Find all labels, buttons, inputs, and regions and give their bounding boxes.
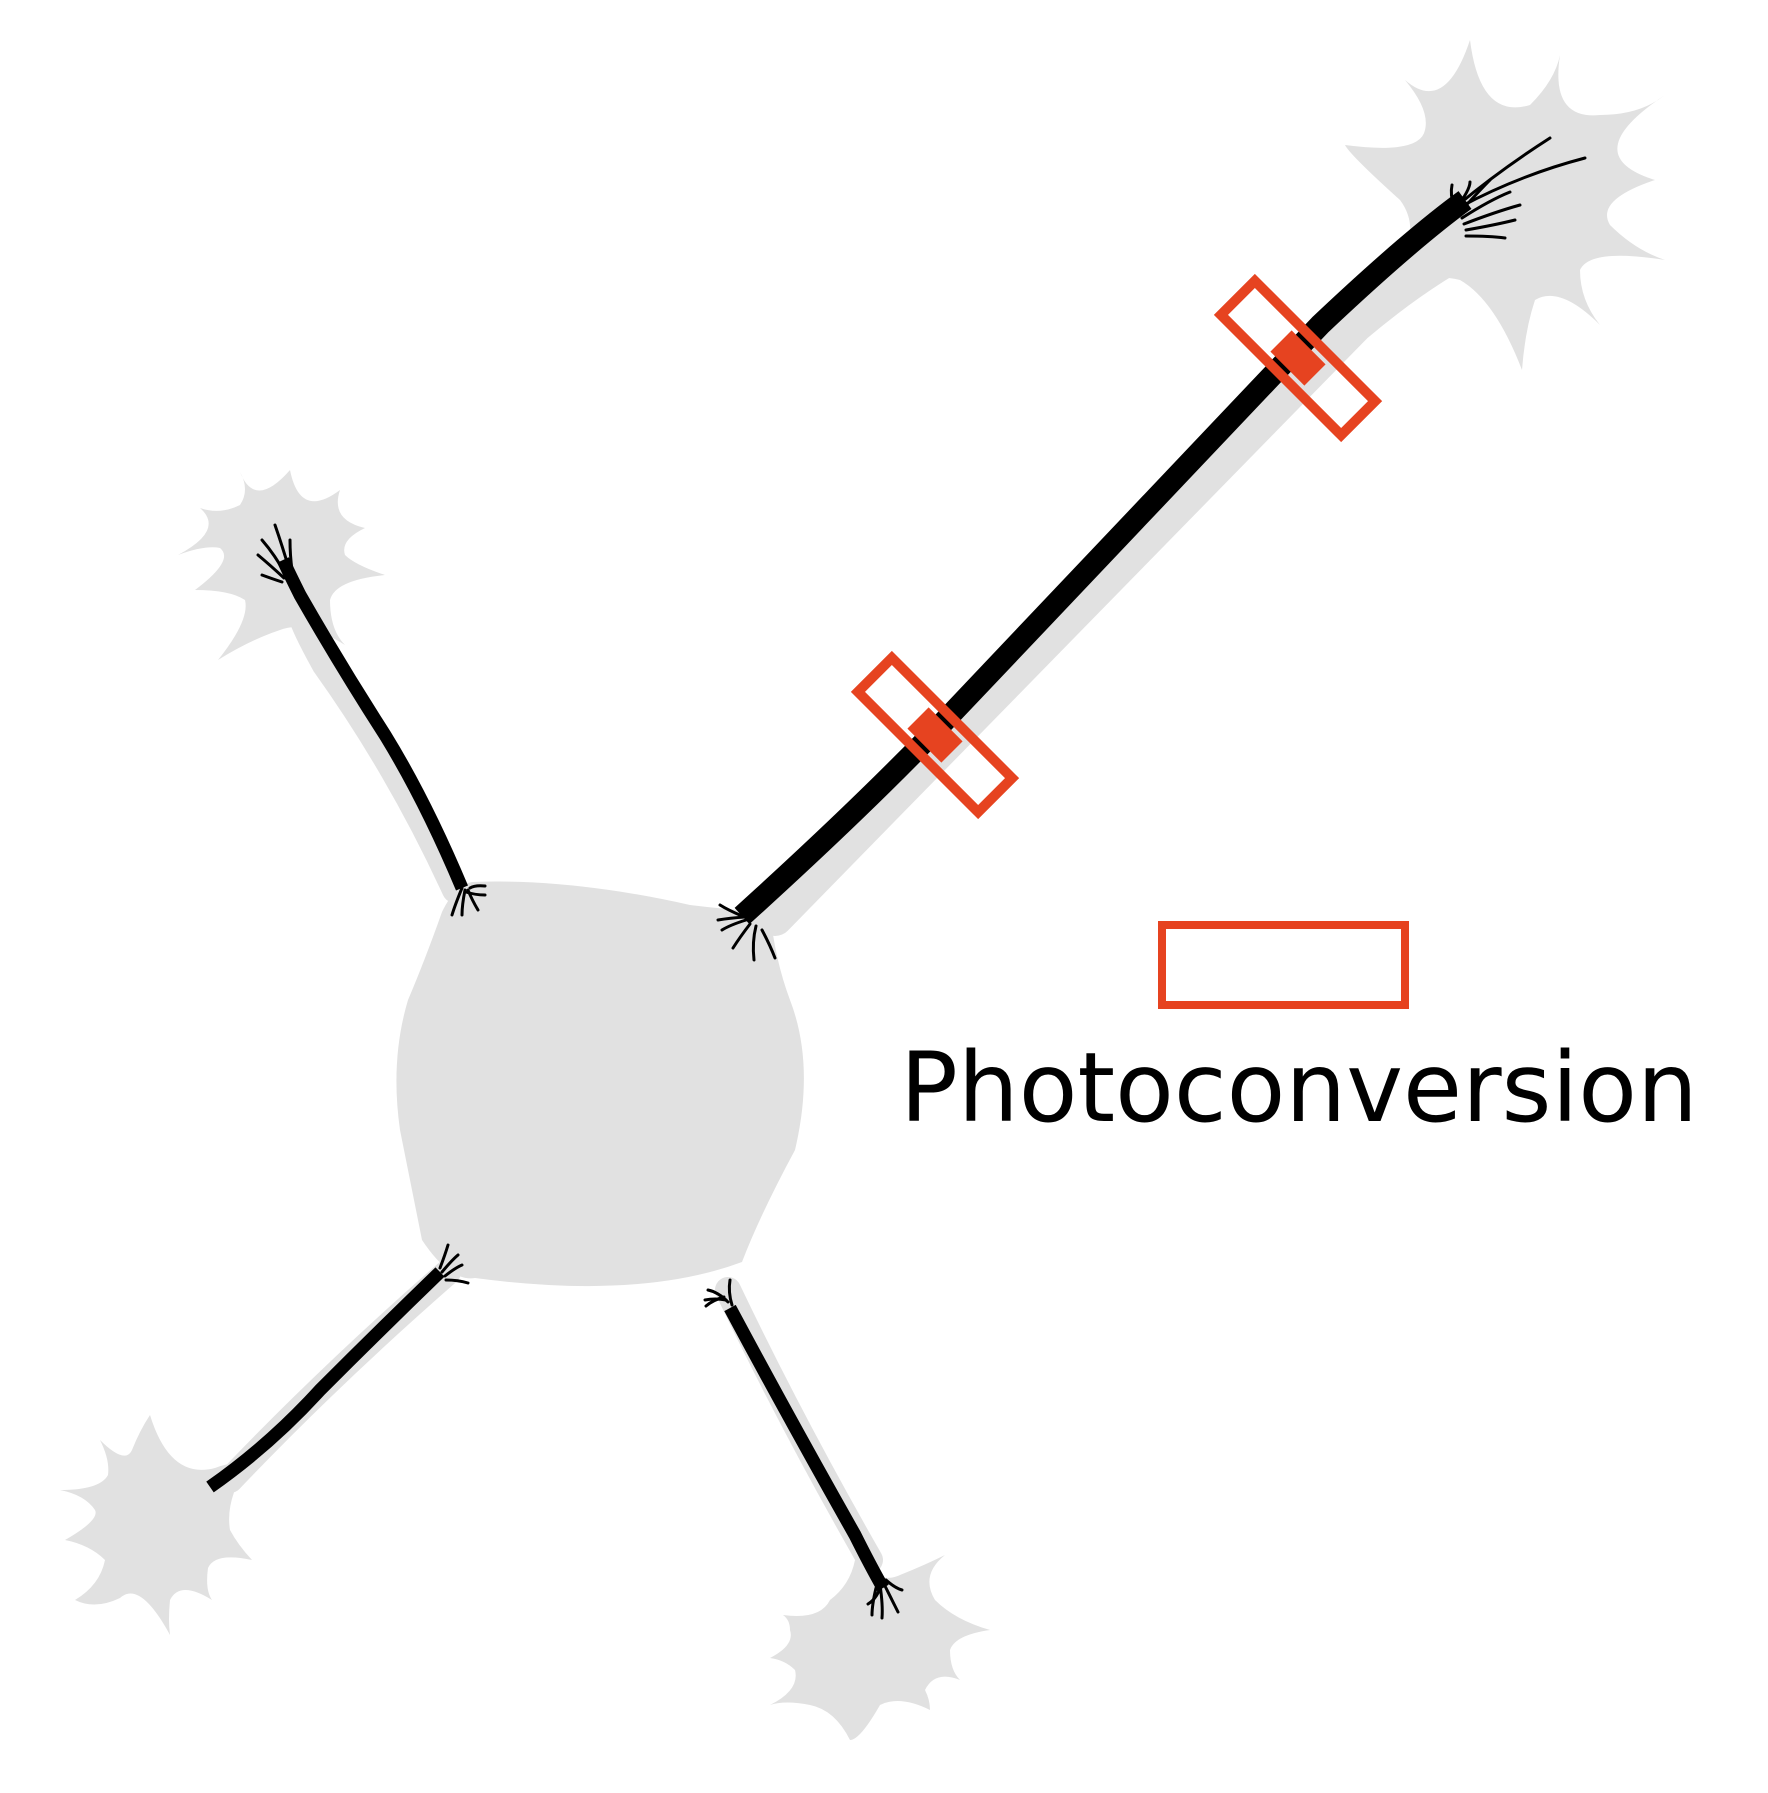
neurite-upper-left (277, 557, 468, 891)
photoconversion-region-lower (850, 650, 1020, 820)
growth-cone-bottom (770, 1555, 990, 1740)
growth-cone-top-right (1345, 40, 1665, 370)
neurite-lower-right (724, 1304, 889, 1592)
cell-body (396, 881, 804, 1287)
photoconversion-region-upper (1213, 273, 1383, 443)
legend-swatch (1158, 921, 1409, 1009)
neurite-lower-left (206, 1267, 445, 1493)
legend-label: Photoconversion (900, 1032, 1698, 1144)
growth-cone-lower-left (60, 1415, 252, 1635)
photoconversion-regions (850, 273, 1383, 820)
neurite-filaments (256, 136, 1587, 1620)
minor-neurites (206, 557, 889, 1592)
axon-shadows (217, 222, 1498, 1573)
growth-cones (60, 40, 1665, 1740)
